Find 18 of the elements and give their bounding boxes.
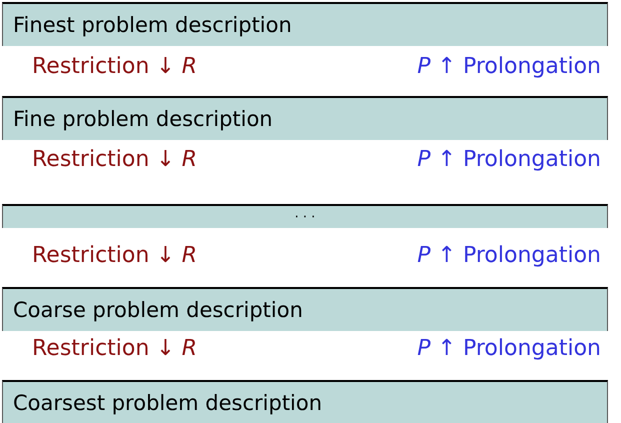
band-title: · · · bbox=[294, 210, 316, 224]
prolongation-label: P ↑ Prolongation bbox=[417, 54, 601, 79]
band-title: Coarsest problem description bbox=[12, 390, 322, 414]
band bbox=[2, 287, 608, 331]
restriction-label: Restriction ↓ R bbox=[32, 336, 198, 361]
restriction-label: Restriction ↓ R bbox=[32, 243, 198, 268]
restriction-label: Restriction ↓ R bbox=[32, 54, 198, 79]
prolongation-label: P ↑ Prolongation bbox=[417, 147, 601, 172]
prolongation-label: P ↑ Prolongation bbox=[417, 243, 601, 268]
restriction-label: Restriction ↓ R bbox=[32, 147, 198, 172]
band bbox=[2, 204, 608, 228]
band-title: Coarse problem description bbox=[12, 298, 303, 322]
band bbox=[2, 96, 608, 140]
band-title: Finest problem description bbox=[12, 13, 292, 37]
prolongation-label: P ↑ Prolongation bbox=[417, 336, 601, 361]
band bbox=[2, 2, 608, 46]
band bbox=[2, 380, 608, 423]
band-title: Fine problem description bbox=[12, 107, 273, 131]
